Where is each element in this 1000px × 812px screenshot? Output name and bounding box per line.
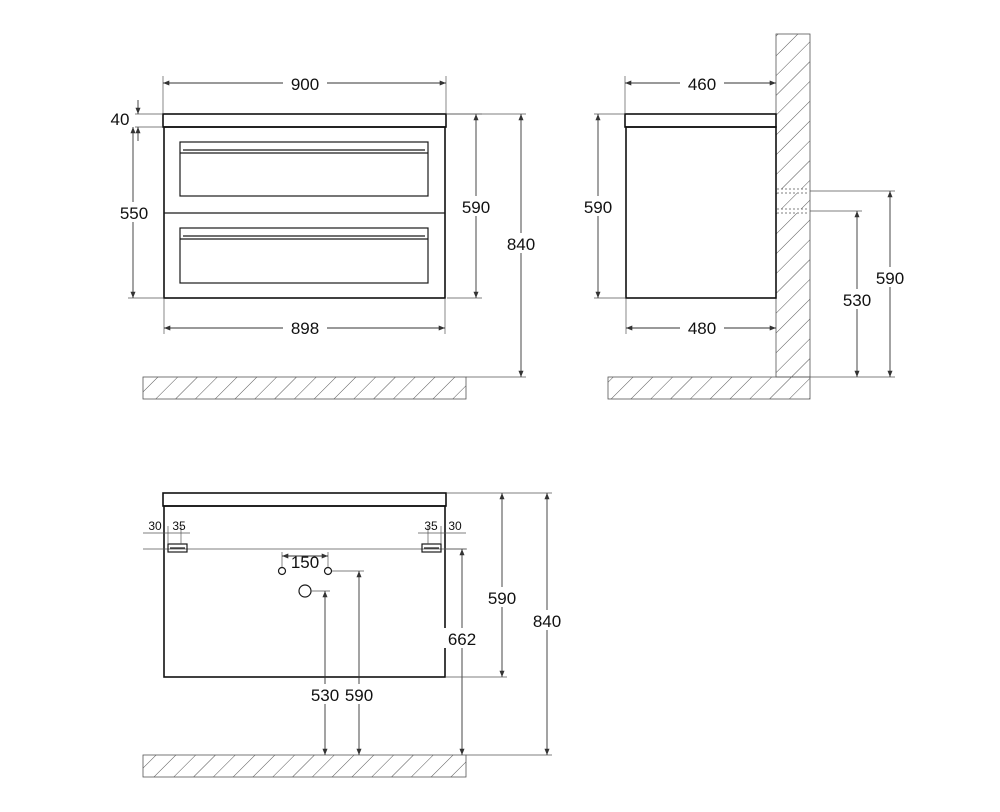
dim-side-body-height: 590: [584, 198, 612, 217]
wall-hatch: [775, 33, 811, 378]
side-cabinet-body: [625, 126, 777, 299]
back-countertop: [162, 492, 447, 507]
dim-back-supply-height: 590: [345, 686, 373, 705]
supply-hole-left: [277, 566, 287, 576]
front-view: 900 40 550 590 840 898: [111, 72, 541, 400]
right-mount-bracket: [421, 526, 442, 553]
dim-body-depth: 480: [688, 319, 716, 338]
floor-hatch-front: [142, 376, 467, 400]
dim-back-cabinet-height: 590: [488, 589, 516, 608]
dim-supply-height: 590: [876, 269, 904, 288]
dim-body-height: 550: [120, 204, 148, 223]
front-countertop: [162, 113, 447, 128]
side-view: 460 590 480 530 590: [578, 33, 910, 400]
dim-top-width: 900: [291, 75, 319, 94]
dim-top-thickness: 40: [111, 110, 130, 129]
dim-bottom-width: 898: [291, 319, 319, 338]
dim-right-edge-offset: 30: [448, 519, 462, 533]
floor-hatch-back: [142, 754, 467, 778]
dim-right-mount-width: 35: [424, 519, 438, 533]
dim-left-edge-offset: 30: [148, 519, 162, 533]
dim-total-height: 590: [462, 198, 490, 217]
side-countertop: [624, 113, 777, 128]
upper-drawer: [179, 141, 429, 197]
lower-drawer: [179, 227, 429, 284]
back-view: 30 35 35 30 150 530 590 662 590: [142, 492, 567, 778]
drain-hole: [298, 584, 312, 598]
dim-back-floor-height: 840: [533, 612, 561, 631]
floor-hatch-side: [607, 376, 811, 400]
dim-drain-height: 530: [843, 291, 871, 310]
dim-floor-height: 840: [507, 235, 535, 254]
dim-mount-height: 662: [448, 630, 476, 649]
dim-hole-spacing: 150: [291, 553, 319, 572]
left-mount-bracket: [167, 526, 188, 553]
dim-top-depth: 460: [688, 75, 716, 94]
supply-hole-right: [323, 566, 333, 576]
dim-left-mount-width: 35: [172, 519, 186, 533]
back-cabinet-body: [163, 505, 446, 678]
dim-back-drain-height: 530: [311, 686, 339, 705]
